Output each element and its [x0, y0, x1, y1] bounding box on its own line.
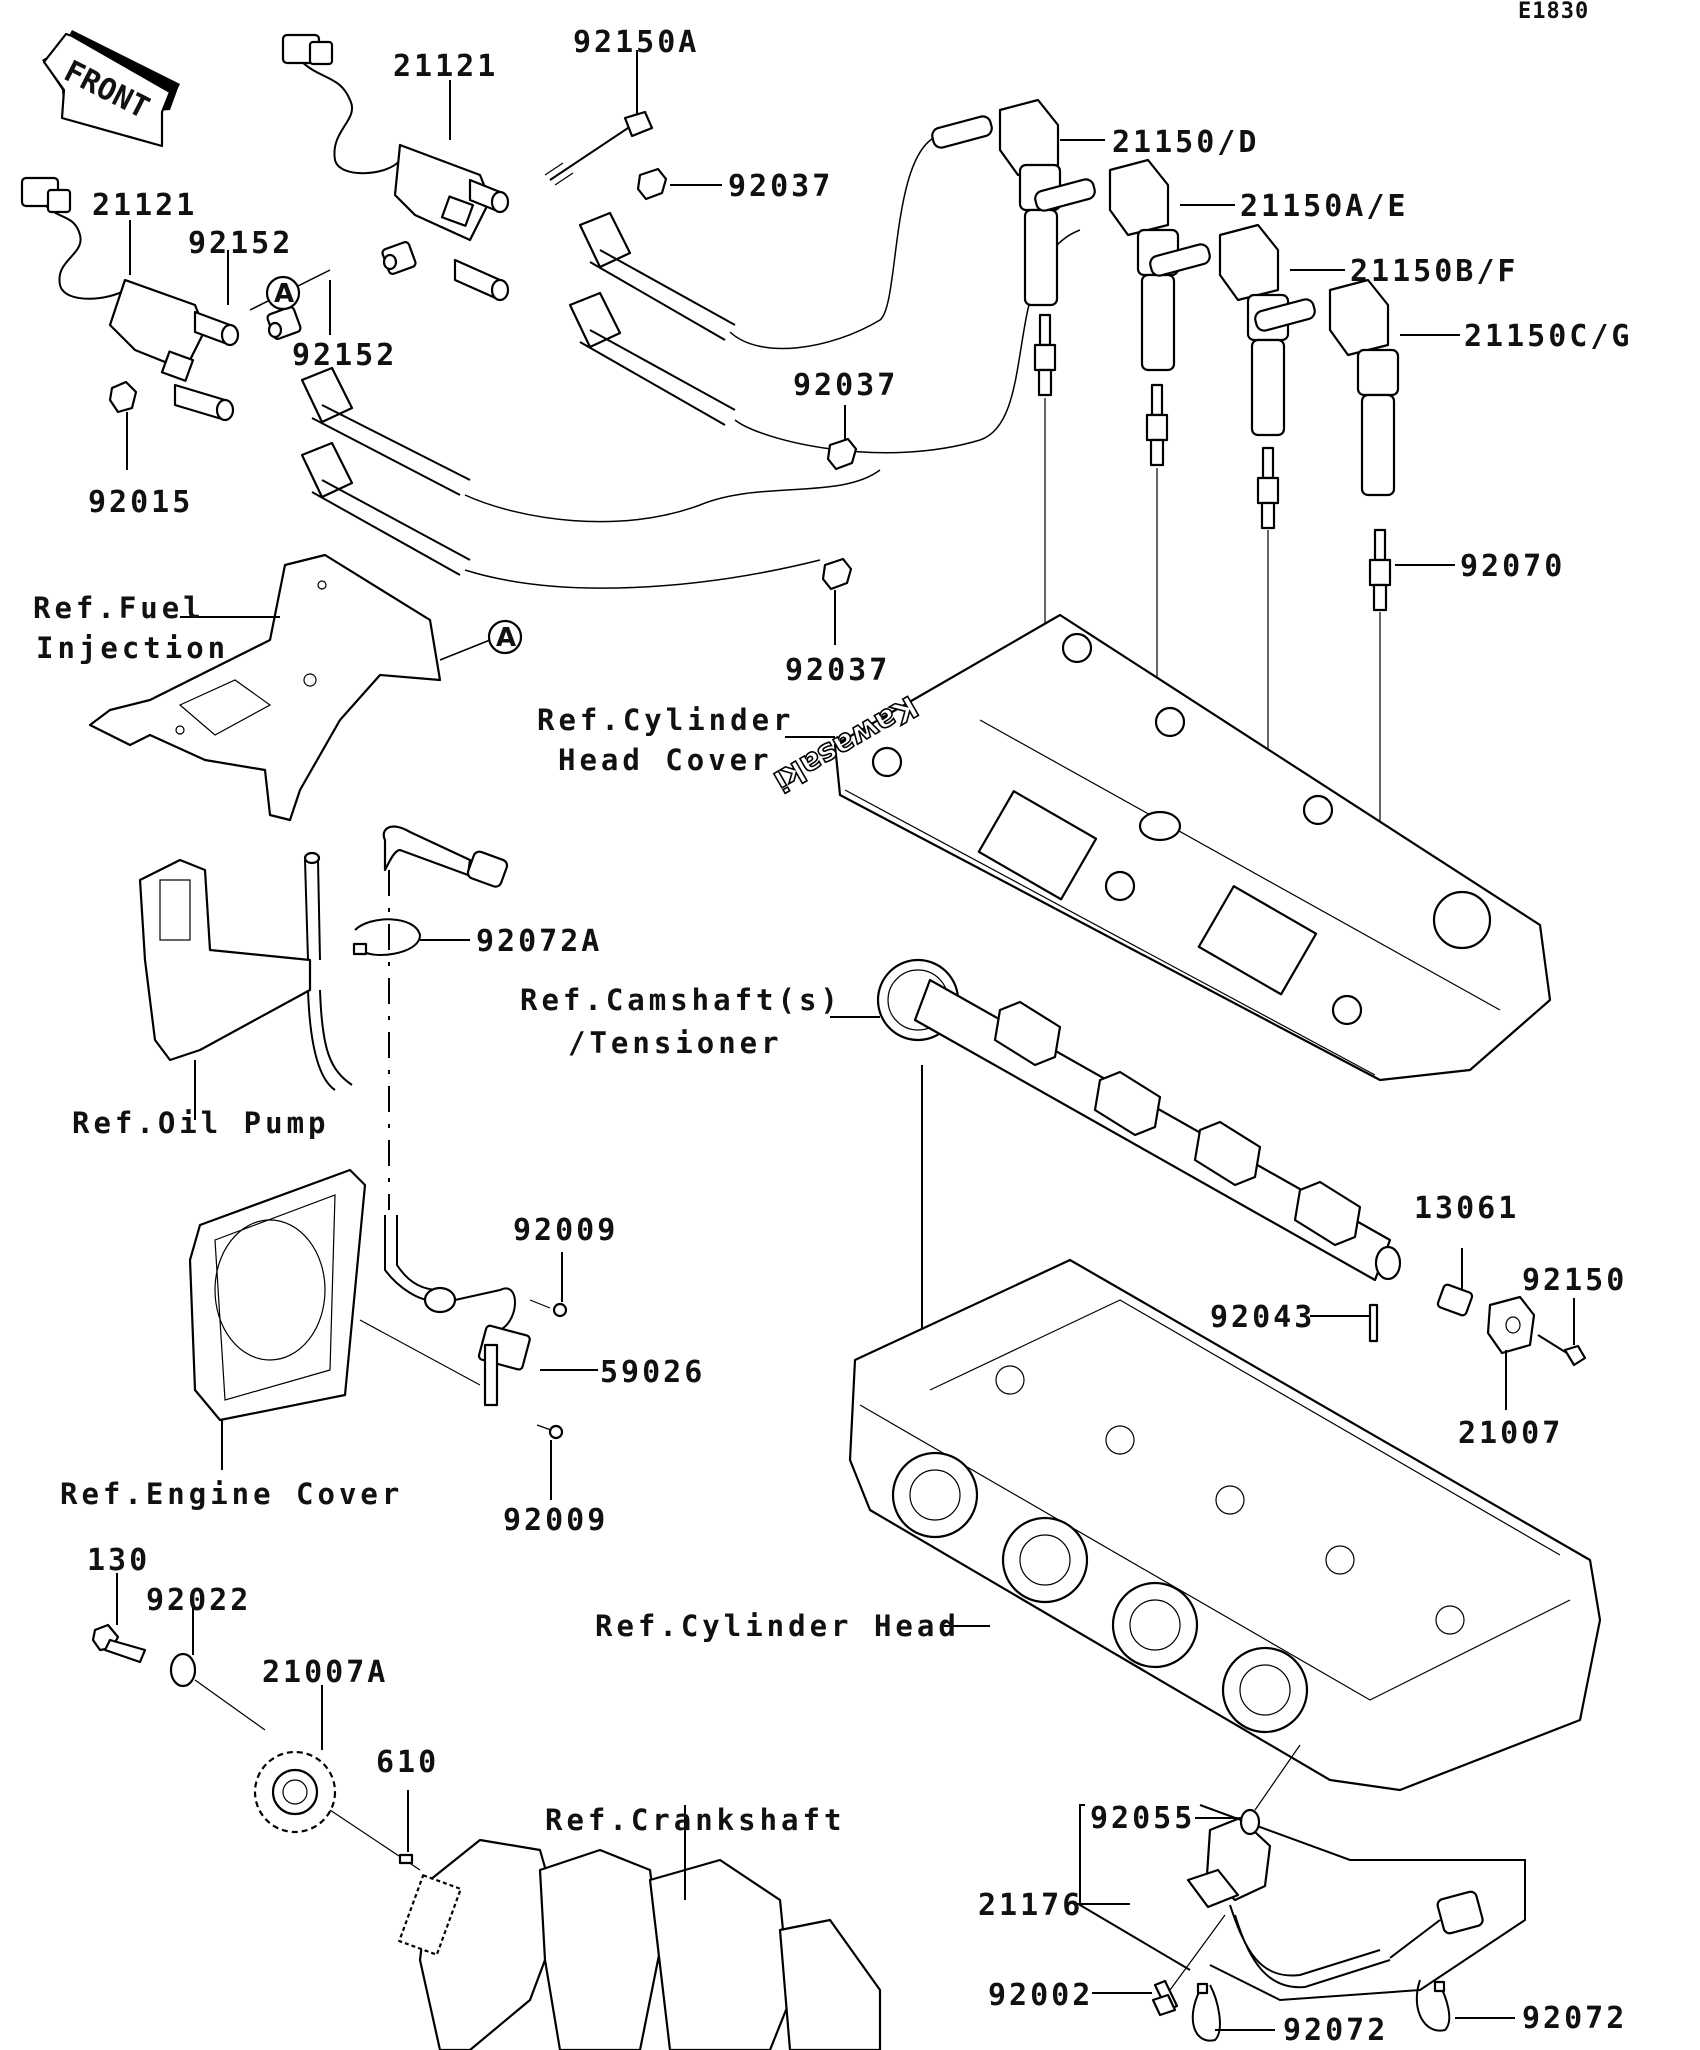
ignition-coil-upper[interactable] [281, 33, 510, 302]
part-label-59026[interactable]: 59026 [600, 1355, 705, 1390]
part-label-92037-upper[interactable]: 92037 [728, 169, 833, 204]
part-label-92150[interactable]: 92150 [1522, 1263, 1627, 1298]
part-label-92072A[interactable]: 92072A [476, 924, 602, 959]
band-92072A[interactable] [352, 918, 422, 956]
ref-cyl-head-cover-line2[interactable]: Head Cover [558, 743, 773, 777]
cam-sensor-21176[interactable] [1186, 1816, 1484, 1989]
bracket-21176-left [1079, 1804, 1191, 1971]
part-label-92043[interactable]: 92043 [1210, 1300, 1315, 1335]
engine-cover [188, 1168, 367, 1422]
marker-a-upper-text: A [274, 279, 294, 309]
part-label-92055[interactable]: 92055 [1090, 1801, 1195, 1836]
ref-fuel-line1[interactable]: Ref.Fuel [33, 591, 205, 625]
part-label-21150BF[interactable]: 21150B/F [1350, 254, 1519, 289]
part-label-13061[interactable]: 13061 [1414, 1191, 1519, 1226]
bolt-92002[interactable] [1151, 1914, 1226, 2017]
washer-92022[interactable] [169, 1652, 197, 1688]
part-label-610[interactable]: 610 [376, 1745, 439, 1780]
part-label-130[interactable]: 130 [87, 1543, 150, 1578]
part-label-21150AE[interactable]: 21150A/E [1240, 189, 1409, 224]
mounting-line-engine-cover [359, 1319, 481, 1386]
part-label-21150CG[interactable]: 21150C/G [1464, 319, 1633, 354]
part-label-92015[interactable]: 92015 [88, 485, 193, 520]
part-label-92002[interactable]: 92002 [988, 1978, 1093, 2013]
ref-oil-pump[interactable]: Ref.Oil Pump [72, 1106, 330, 1140]
timing-rotor-21007A[interactable] [253, 1750, 337, 1834]
plug-cap-21150CG[interactable] [1253, 278, 1400, 497]
collar-92152-right[interactable] [381, 241, 417, 275]
pin-92043[interactable] [1368, 1303, 1379, 1343]
ref-crankshaft[interactable]: Ref.Crankshaft [545, 1803, 845, 1837]
diagram-code: E1830 [1518, 0, 1589, 24]
ref-camshaft-line1[interactable]: Ref.Camshaft(s) [520, 983, 842, 1017]
ref-cyl-head-cover-line1[interactable]: Ref.Cylinder [537, 703, 795, 737]
mount-line-92055 [1254, 1744, 1301, 1811]
part-label-21176[interactable]: 21176 [978, 1888, 1083, 1923]
part-label-92072-right[interactable]: 92072 [1522, 2001, 1627, 2036]
part-label-92009-upper[interactable]: 92009 [513, 1213, 618, 1248]
pickup-coil-59026[interactable] [384, 1215, 531, 1407]
clamp-92037-mid[interactable] [826, 437, 858, 471]
key-610[interactable] [398, 1853, 414, 1865]
cylinder-head-cover: Kawasaki [767, 613, 1552, 1082]
holder-13061[interactable] [1436, 1283, 1474, 1317]
part-label-92009-lower[interactable]: 92009 [503, 1503, 608, 1538]
ref-camshaft-line2[interactable]: /Tensioner [568, 1026, 783, 1060]
oil-pump-bracket [138, 851, 353, 1091]
clamp-92037-low[interactable] [821, 557, 853, 591]
marker-a-upper [265, 275, 301, 311]
sensor-lead-connector [382, 825, 509, 888]
part-label-92152-right[interactable]: 92152 [292, 338, 397, 373]
nut-92015[interactable] [108, 380, 138, 414]
part-label-21121-lower[interactable]: 21121 [92, 188, 197, 223]
band-92072-right[interactable] [1415, 1979, 1451, 2032]
marker-a-lower-text: A [496, 623, 516, 653]
band-92072-left[interactable] [1191, 1982, 1221, 2042]
part-label-92022[interactable]: 92022 [146, 1583, 251, 1618]
ref-engine-cover[interactable]: Ref.Engine Cover [60, 1477, 403, 1511]
bracket-21176-right [1199, 1804, 1526, 2002]
part-label-92152-left[interactable]: 92152 [188, 226, 293, 261]
part-label-21150D[interactable]: 21150/D [1112, 125, 1259, 160]
part-label-92150A[interactable]: 92150A [573, 25, 699, 60]
marker-a-line-lower [439, 639, 491, 661]
ignition-coil-lower[interactable] [20, 176, 240, 422]
part-label-92037-low[interactable]: 92037 [785, 653, 890, 688]
marker-a-lower [487, 619, 523, 655]
collar-92152-left[interactable] [266, 306, 302, 340]
part-label-21007A[interactable]: 21007A [262, 1655, 388, 1690]
rotor-21007[interactable] [1486, 1295, 1536, 1355]
ref-cylinder-head[interactable]: Ref.Cylinder Head [595, 1609, 960, 1643]
screw-92009-lower[interactable] [536, 1424, 564, 1440]
bolt-92150[interactable] [1537, 1334, 1587, 1367]
clamp-92037-upper[interactable] [636, 167, 668, 201]
part-label-21121-upper[interactable]: 21121 [393, 49, 498, 84]
bolt-130[interactable] [91, 1623, 147, 1664]
bolt-92150A[interactable] [544, 110, 654, 186]
front-arrow-icon: FRONT [42, 30, 180, 148]
screw-92009-upper[interactable] [529, 1299, 568, 1318]
cylinder-head [848, 1258, 1602, 1792]
crankshaft [398, 1838, 882, 2050]
part-label-21007[interactable]: 21007 [1458, 1416, 1563, 1451]
part-label-92072-left[interactable]: 92072 [1283, 2013, 1388, 2048]
fuel-injection-bracket [88, 553, 442, 822]
part-label-92037-mid[interactable]: 92037 [793, 368, 898, 403]
axis-line-crank [194, 1679, 266, 1731]
o-ring-92055[interactable] [1239, 1808, 1261, 1836]
part-label-92070[interactable]: 92070 [1460, 549, 1565, 584]
ref-fuel-line2[interactable]: Injection [36, 631, 229, 665]
camshaft [876, 958, 1402, 1282]
